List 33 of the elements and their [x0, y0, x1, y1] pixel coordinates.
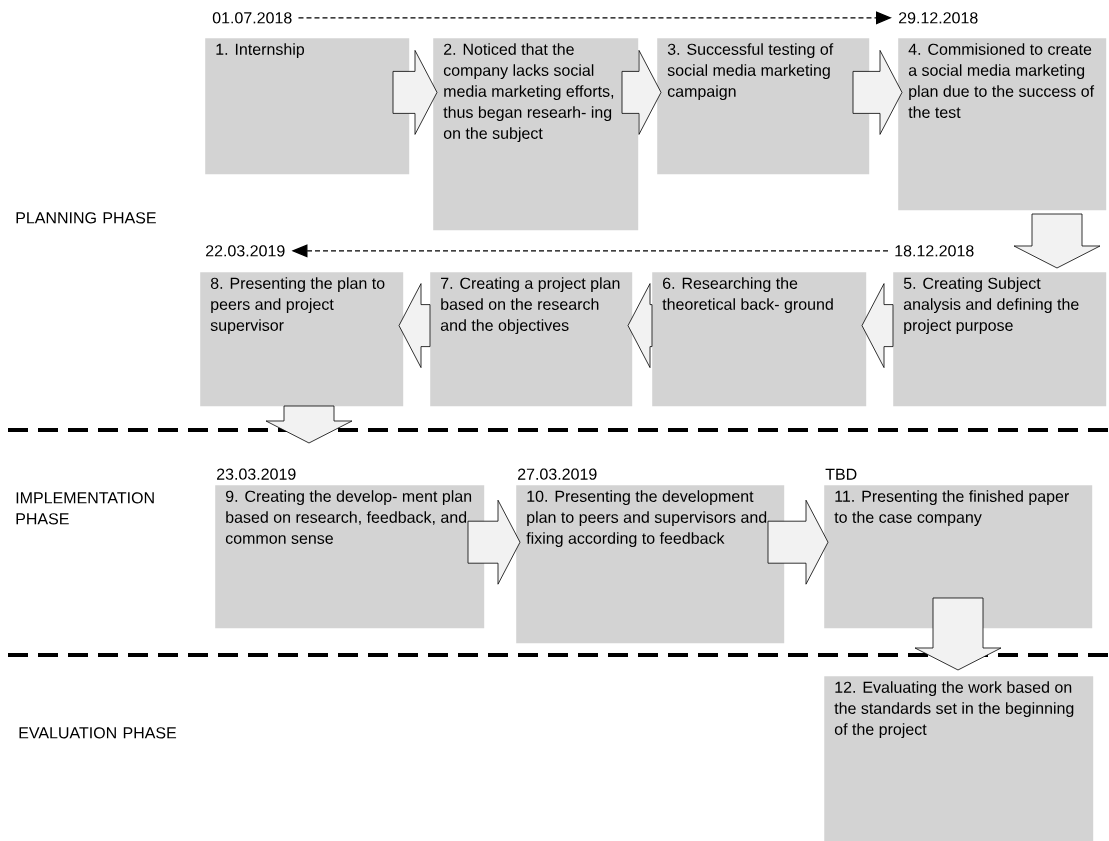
block-arrow	[621, 50, 662, 135]
process-box: 7. Creating a project plan based on the research and the objectives	[430, 272, 633, 407]
block-arrow	[398, 283, 431, 368]
block-arrow	[627, 283, 653, 368]
block-arrow	[852, 50, 903, 135]
process-box: 4. Commisioned to create a social media marketing plan due to the success of the test	[898, 38, 1107, 211]
phase-label: IMPLEMENTATION PHASE	[16, 492, 154, 525]
block-arrow	[265, 405, 353, 444]
date-label: 18.12.2018	[895, 245, 974, 257]
block-arrow	[467, 499, 521, 585]
phase-label: PLANNING PHASE	[16, 212, 156, 224]
block-arrow	[392, 50, 438, 135]
block-arrow	[861, 283, 894, 368]
process-box: 6. Researching the theoretical back- ground	[652, 272, 867, 407]
process-box: 12. Evaluating the work based on the standards set in the beginning of the project	[824, 676, 1094, 841]
date-label: 22.03.2019	[206, 245, 285, 257]
process-box: 5. Creating Subject analysis and defining the project purpose	[893, 272, 1107, 407]
date-label: 01.07.2018	[212, 12, 292, 24]
block-arrow	[914, 597, 1002, 671]
process-box: 2. Noticed that the company lacks social media marketing efforts, thus began researh- ing on the subject	[433, 38, 639, 231]
process-box: 9. Creating the develop- ment plan based on research, feedback, and common sense	[215, 485, 485, 629]
date-label: 27.03.2019	[518, 468, 597, 480]
process-box: 1. Internship	[205, 38, 410, 175]
date-label: TBD	[825, 468, 857, 480]
date-label: 29.12.2018	[899, 12, 978, 24]
date-label: 23.03.2019	[217, 468, 296, 480]
process-box: 11. Presenting the finished paper to the case company	[824, 485, 1093, 629]
process-box: 8. Presenting the plan to peers and project supervisor	[200, 272, 404, 407]
process-box: 3. Successful testing of social media marketing campaign	[657, 38, 870, 175]
block-arrow	[1013, 213, 1101, 269]
block-arrow	[767, 499, 829, 585]
phase-label: EVALUATION PHASE	[19, 727, 177, 739]
process-box: 10. Presenting the development plan to peers and supervisors and fixing according to feedback	[516, 485, 785, 644]
